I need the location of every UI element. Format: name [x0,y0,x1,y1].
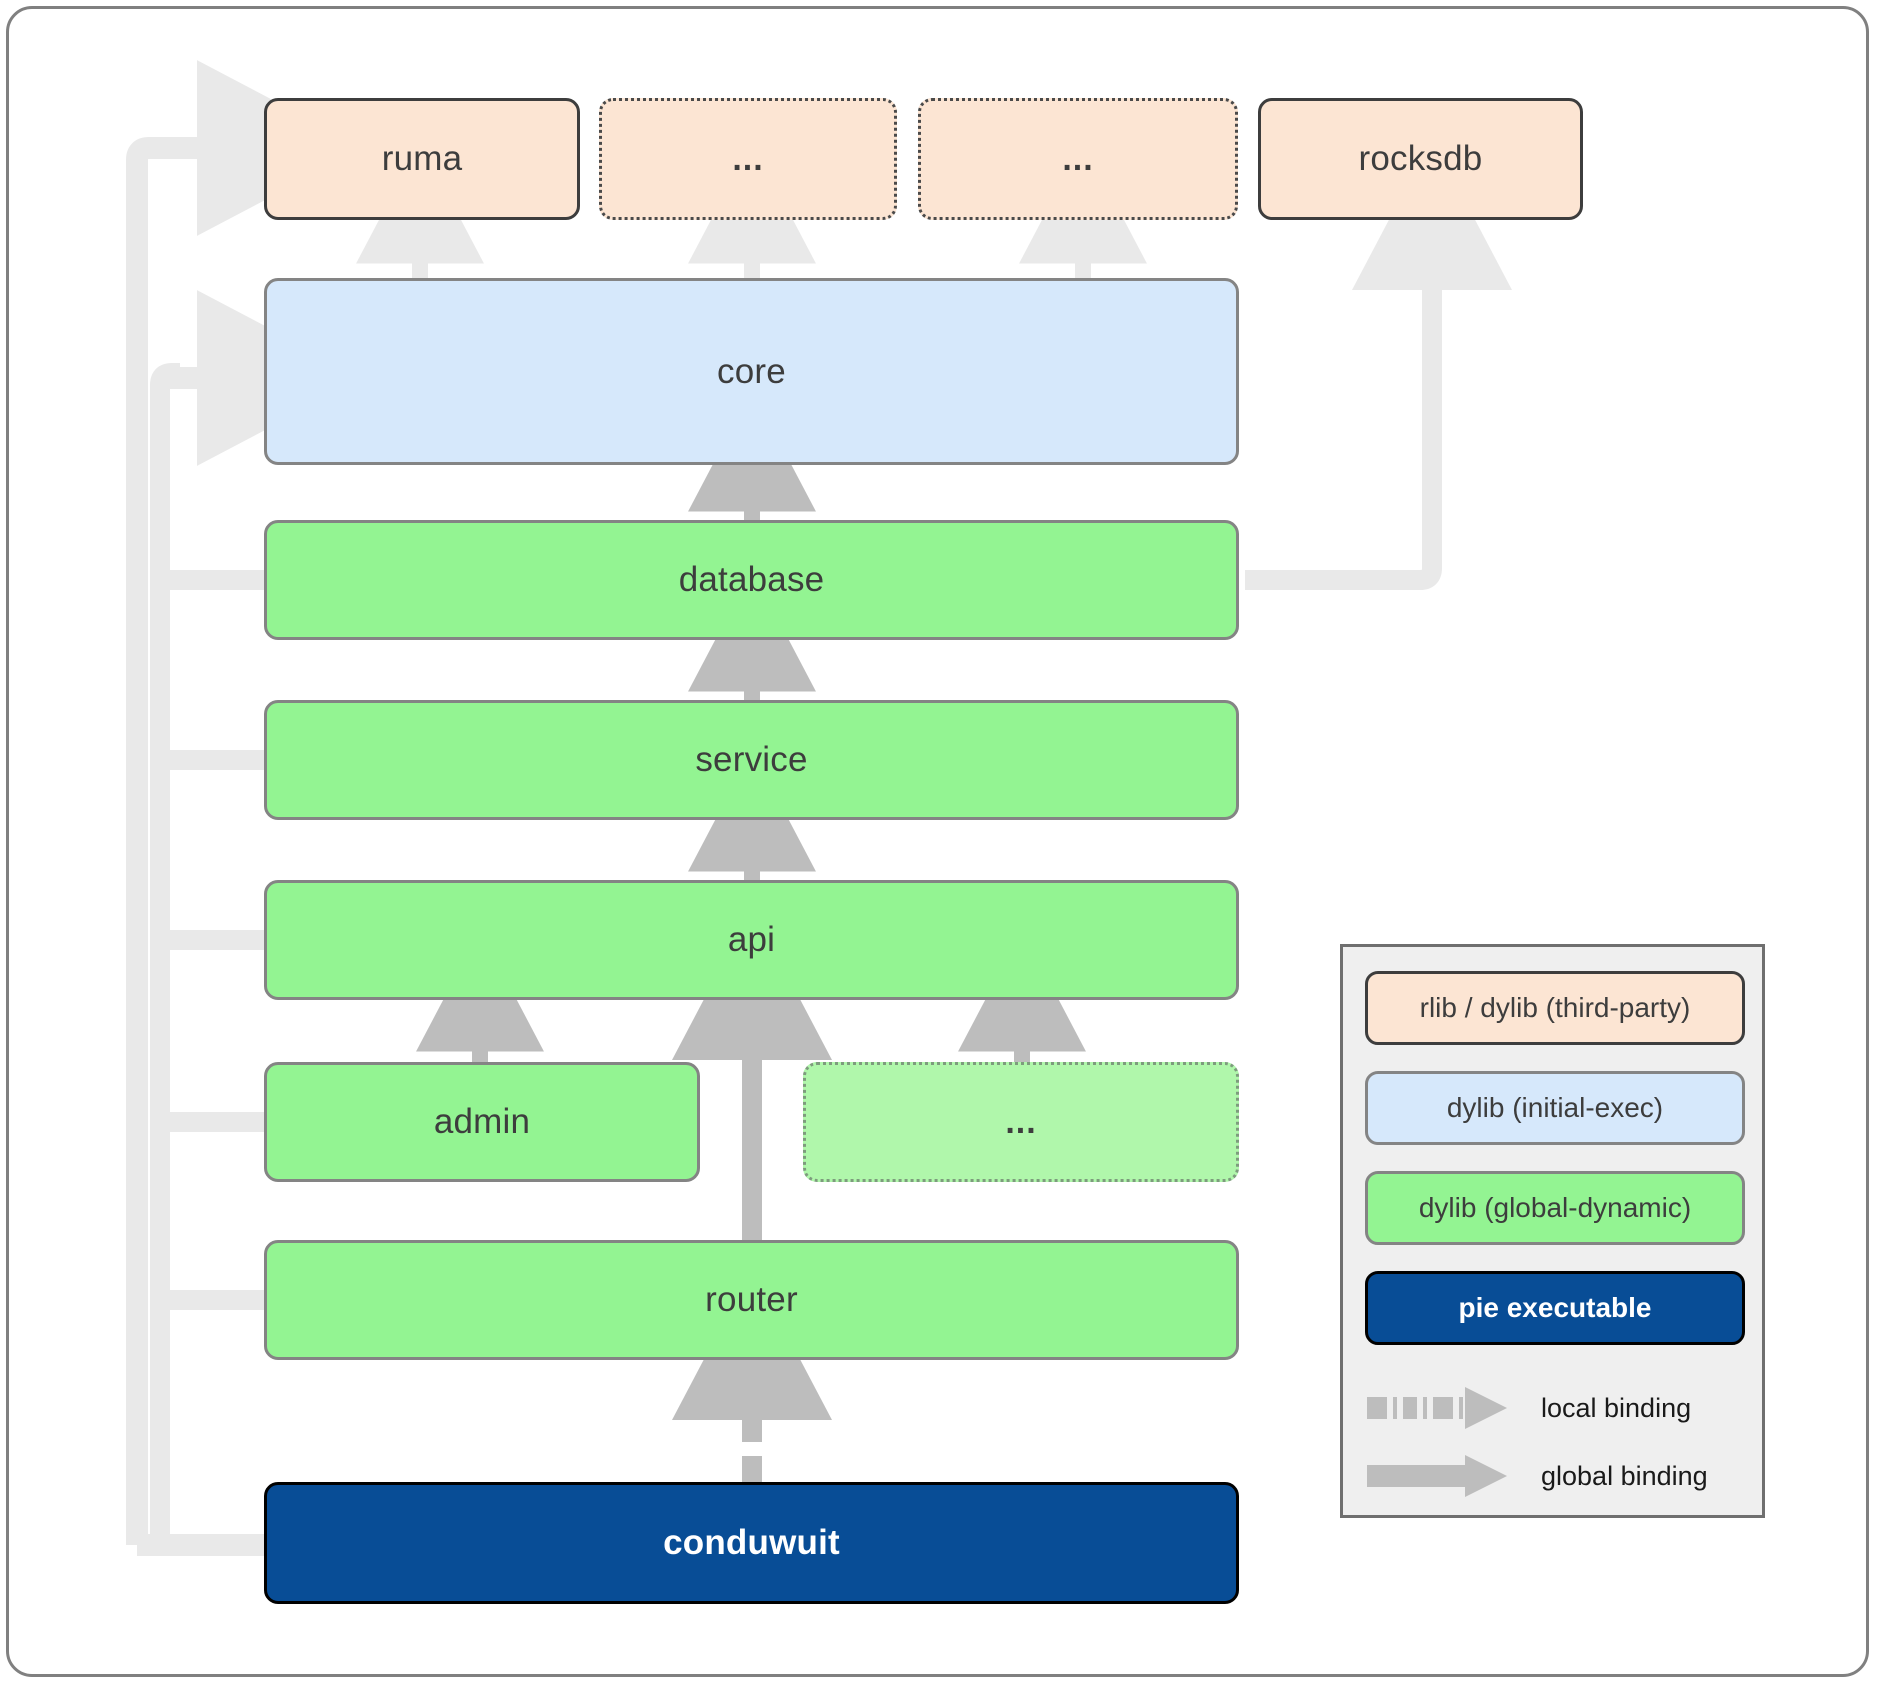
node-ruma[interactable]: ruma [264,98,580,220]
dashed-arrow-icon [1367,1387,1507,1429]
node-plugin-placeholder[interactable]: ... [803,1062,1239,1182]
legend-item-initial-exec: dylib (initial-exec) [1365,1071,1745,1145]
node-third-placeholder-1-label: ... [732,139,764,178]
node-ruma-label: ruma [381,139,463,178]
node-third-placeholder-2[interactable]: ... [918,98,1238,220]
node-database-label: database [678,560,825,599]
node-router-label: router [705,1280,798,1319]
legend-item-initial-exec-label: dylib (initial-exec) [1446,1092,1664,1123]
node-service-label: service [695,740,808,779]
solid-arrow-icon [1367,1455,1507,1497]
node-api[interactable]: api [264,880,1239,1000]
node-third-placeholder-2-label: ... [1062,139,1094,178]
node-core[interactable]: core [264,278,1239,465]
node-admin[interactable]: admin [264,1062,700,1182]
node-api-label: api [727,920,776,959]
legend-item-third-party: rlib / dylib (third-party) [1365,971,1745,1045]
legend-item-global-dynamic-label: dylib (global-dynamic) [1418,1192,1692,1223]
legend-item-pie-executable: pie executable [1365,1271,1745,1345]
node-conduwuit-label: conduwuit [663,1523,840,1562]
node-rocksdb-label: rocksdb [1358,139,1483,178]
legend-row-local-binding: local binding [1365,1379,1750,1437]
node-database[interactable]: database [264,520,1239,640]
node-admin-label: admin [433,1102,531,1141]
legend-item-global-dynamic: dylib (global-dynamic) [1365,1171,1745,1245]
node-service[interactable]: service [264,700,1239,820]
node-third-placeholder-1[interactable]: ... [599,98,897,220]
legend-item-third-party-label: rlib / dylib (third-party) [1419,992,1691,1023]
legend-item-pie-executable-label: pie executable [1458,1292,1652,1323]
node-router[interactable]: router [264,1240,1239,1360]
legend-row-local-binding-label: local binding [1541,1392,1692,1423]
node-rocksdb[interactable]: rocksdb [1258,98,1583,220]
node-core-label: core [717,351,786,391]
node-conduwuit[interactable]: conduwuit [264,1482,1239,1604]
legend-row-global-binding-label: global binding [1541,1460,1708,1491]
legend-panel: rlib / dylib (third-party) dylib (initia… [1340,944,1765,1518]
node-plugin-placeholder-label: ... [1005,1102,1037,1141]
legend-row-global-binding: global binding [1365,1447,1750,1505]
